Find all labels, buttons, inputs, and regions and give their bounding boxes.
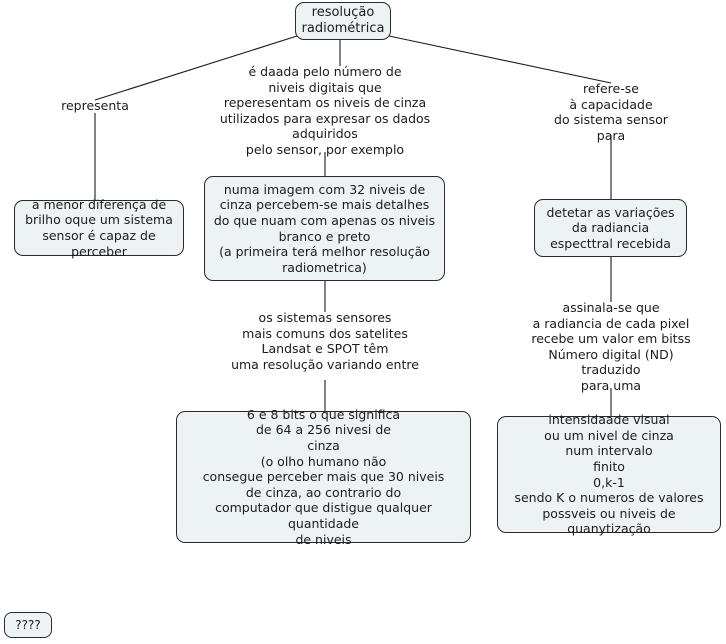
node-detetar-variacoes[interactable]: detetar as variações da radiancia espect… xyxy=(534,199,687,257)
node-intensidade-visual[interactable]: intensidaade visual ou um nivel de cinza… xyxy=(497,412,721,536)
node-unknown[interactable]: ???? xyxy=(4,612,52,638)
node-resolucao-radiometrica[interactable]: resolução radiométrica xyxy=(295,2,391,40)
link-label-representa: representa xyxy=(61,98,129,113)
link-label-sistemas-sensores: os sistemas sensores mais comuns dos sat… xyxy=(231,310,419,372)
link-label-assinala-se: assinala-se que a radiancia de cada pixe… xyxy=(531,300,691,393)
link-label-center-definition: é daada pelo número de niveis digitais q… xyxy=(219,64,431,157)
node-imagem-32-niveis[interactable]: numa imagem com 32 niveis de cinza perce… xyxy=(204,176,445,281)
link-label-refere-se: refere-se à capacidade do sistema sensor… xyxy=(554,81,668,143)
node-6-8-bits[interactable]: 6 e 8 bits o que significa de 64 a 256 n… xyxy=(176,407,471,547)
node-menor-diferenca-brilho[interactable]: a menor diferença de brilho oque um sist… xyxy=(14,197,184,259)
